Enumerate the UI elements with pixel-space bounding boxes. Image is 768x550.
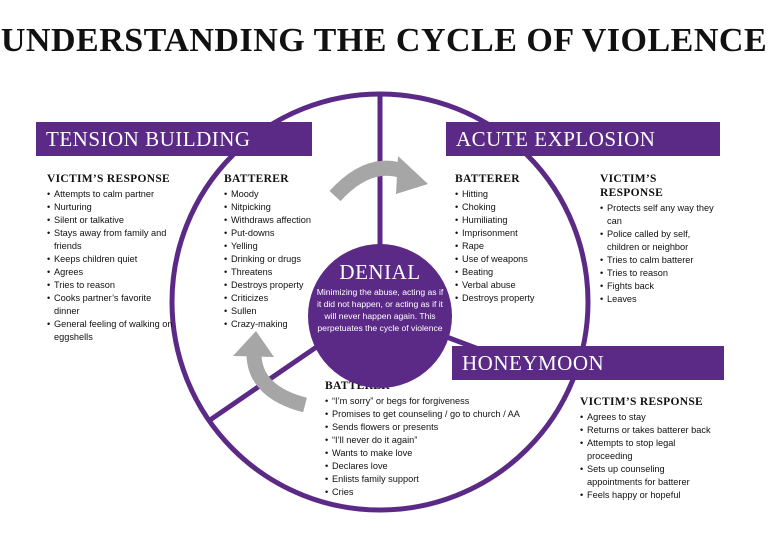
list-item: Beating [455,266,559,279]
list-item: Agrees to stay [580,411,722,424]
list-item: Verbal abuse [455,279,559,292]
denial-description: Minimizing the abuse, acting as if it di… [316,287,444,333]
list-item: Stays away from family and friends [47,227,175,253]
list-item: Silent or talkative [47,214,175,227]
denial-heading: DENIAL [339,260,421,284]
explosion-batterer: BATTERER HittingChokingHumiliatingImpris… [455,172,559,305]
tension-victim-heading: VICTIM’S RESPONSE [47,173,170,185]
denial-circle: DENIAL Minimizing the abuse, acting as i… [308,244,452,388]
list-item: Nitpicking [224,201,324,214]
list-item: Drinking or drugs [224,253,324,266]
explosion-batterer-heading: BATTERER [455,173,520,185]
list-item: Cooks partner’s favorite dinner [47,292,175,318]
list-item: Returns or takes batterer back [580,424,722,437]
list-item: Enlists family support [325,473,525,486]
explosion-victim-list: Protects self any way they canPolice cal… [600,202,722,306]
tension-batterer-list: MoodyNitpickingWithdraws affectionPut-do… [224,188,324,331]
tension-victim-response: VICTIM’S RESPONSE Attempts to calm partn… [47,172,175,344]
list-item: Criticizes [224,292,324,305]
tension-batterer-heading: BATTERER [224,173,289,185]
list-item: Tries to calm batterer [600,254,722,267]
list-item: Protects self any way they can [600,202,722,228]
acute-explosion-banner: ACUTE EXPLOSION [446,122,720,156]
list-item: General feeling of walking on eggshells [47,318,175,344]
honeymoon-banner: HONEYMOON [452,346,724,380]
list-item: Sullen [224,305,324,318]
tension-batterer: BATTERER MoodyNitpickingWithdraws affect… [224,172,324,331]
list-item: Sends flowers or presents [325,421,525,434]
list-item: Destroys property [455,292,559,305]
list-item: Attempts to calm partner [47,188,175,201]
list-item: Withdraws affection [224,214,324,227]
tension-building-banner: TENSION BUILDING [36,122,312,156]
list-item: Tries to reason [47,279,175,292]
list-item: Moody [224,188,324,201]
page-title: UNDERSTANDING THE CYCLE OF VIOLENCE [0,22,768,59]
explosion-batterer-list: HittingChokingHumiliatingImprisonmentRap… [455,188,559,305]
list-item: Keeps children quiet [47,253,175,266]
list-item: Declares love [325,460,525,473]
list-item: Attempts to stop legal proceeding [580,437,722,463]
list-item: “I’ll never do it again” [325,434,525,447]
list-item: Sets up counseling appointments for batt… [580,463,722,489]
list-item: Put-downs [224,227,324,240]
list-item: Cries [325,486,525,499]
explosion-victim-heading: VICTIM’S RESPONSE [600,173,664,199]
list-item: Wants to make love [325,447,525,460]
honeymoon-victim-list: Agrees to stayReturns or takes batterer … [580,411,722,502]
list-item: Feels happy or hopeful [580,489,722,502]
list-item: Use of weapons [455,253,559,266]
list-item: Humiliating [455,214,559,227]
list-item: Nurturing [47,201,175,214]
list-item: Yelling [224,240,324,253]
tension-victim-list: Attempts to calm partnerNurturingSilent … [47,188,175,344]
list-item: Fights back [600,280,722,293]
list-item: Imprisonment [455,227,559,240]
list-item: Choking [455,201,559,214]
list-item: Tries to reason [600,267,722,280]
list-item: Destroys property [224,279,324,292]
list-item: “I’m sorry” or begs for forgiveness [325,395,525,408]
cycle-arrow-left-icon [233,331,308,413]
list-item: Threatens [224,266,324,279]
explosion-victim-response: VICTIM’S RESPONSE Protects self any way … [600,172,722,306]
list-item: Rape [455,240,559,253]
list-item: Police called by self, children or neigh… [600,228,722,254]
cycle-arrow-top-icon [329,156,428,202]
list-item: Hitting [455,188,559,201]
honeymoon-batterer: BATTERER “I’m sorry” or begs for forgive… [325,379,525,499]
list-item: Promises to get counseling / go to churc… [325,408,525,421]
list-item: Agrees [47,266,175,279]
honeymoon-batterer-list: “I’m sorry” or begs for forgivenessPromi… [325,395,525,499]
divider-lower-left [208,332,336,423]
list-item: Crazy-making [224,318,324,331]
honeymoon-victim-heading: VICTIM’S RESPONSE [580,396,703,408]
honeymoon-victim-response: VICTIM’S RESPONSE Agrees to stayReturns … [580,395,722,502]
list-item: Leaves [600,293,722,306]
